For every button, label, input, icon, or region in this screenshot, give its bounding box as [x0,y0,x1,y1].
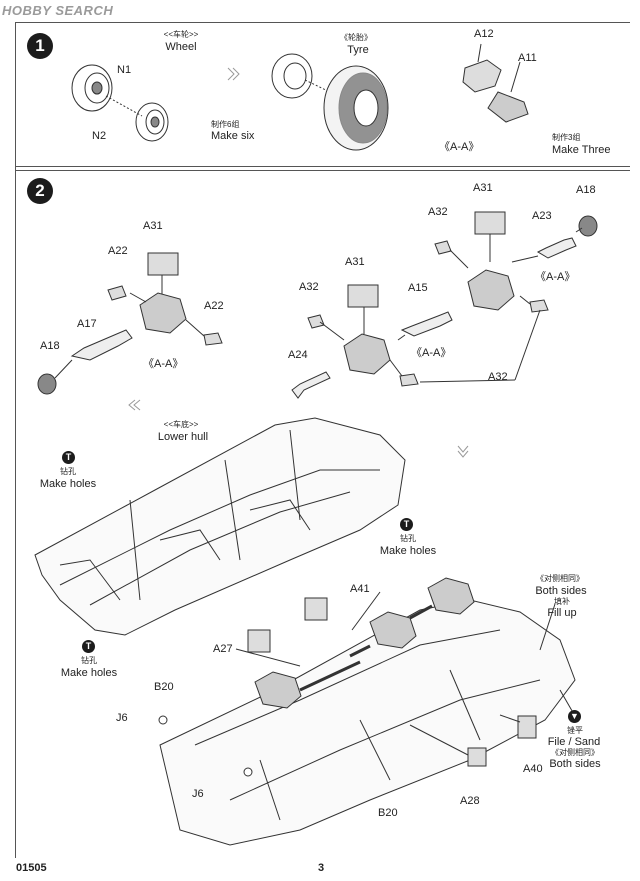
mid-a24-label: A24 [288,349,308,361]
fill-up-cn-label: 填补 [554,597,570,606]
part-a40 [517,715,537,739]
page-number: 3 [318,862,325,874]
part-a40-label: A40 [523,763,543,775]
part-a41-label: A41 [350,583,370,595]
both-sides2-cn-label: 《对侧相同》 [551,748,599,757]
right-aa-label: 《A-A》 [535,271,576,283]
section-aa-label: 《A-A》 [439,141,480,153]
make-six-cn-label: 制作6组 [211,120,240,129]
drill-icon-2: T [400,518,413,531]
left-a31-label: A31 [143,220,163,232]
hub-a18-left [37,373,57,395]
wheel-label: Wheel [165,41,197,53]
both-sides-cn-label: 《对侧相同》 [536,574,584,583]
part-b20b-label: B20 [378,807,398,819]
part-a27 [247,629,271,653]
lower-hull-cn-label: <<车底>> [163,420,199,429]
make-three-cn-label: 制作3组 [552,133,581,142]
lower-hull-assembled [159,599,576,846]
file-sand-cn-label: 锉平 [567,726,583,735]
wheel-hub-n2 [135,102,169,142]
shaft-a24 [291,371,331,399]
mid-aa-label: 《A-A》 [411,347,452,359]
step-2-panel [15,170,630,859]
tyre-label: Tyre [347,44,369,56]
drill-icon-1: T [62,451,75,464]
part-n2-label: N2 [92,130,107,142]
left-a22b-label: A22 [204,300,224,312]
right-a23-label: A23 [532,210,552,222]
drill1-label: Make holes [39,478,97,490]
part-a28-label: A28 [460,795,480,807]
axle-housing-a12 [462,59,502,93]
left-a22a-label: A22 [108,245,128,257]
lower-hull-shell [34,417,406,636]
drill-icon-3: T [82,640,95,653]
lower-hull-label: Lower hull [157,431,209,443]
part-a11-label: A11 [518,52,537,64]
file-sand-icon: ▼ [568,710,581,723]
axle-mid-installed [369,611,417,649]
axle-rear-installed [254,671,302,709]
make-six-label: Make six [211,130,255,142]
diff-cover-a31-mid [347,284,379,308]
mid-a15-label: A15 [408,282,428,294]
diff-cover-a31-left [147,252,179,276]
left-a18-label: A18 [40,340,60,352]
file-sand-label: File / Sand [547,736,601,748]
part-n1-label: N1 [117,64,132,76]
make-three-label: Make Three [552,144,611,156]
fill-up-label: Fill up [547,607,577,619]
part-a12-label: A12 [474,28,494,40]
driveshaft-a17 [70,329,133,361]
axle-a11 [487,91,529,123]
both-sides-label: Both sides [535,585,587,597]
part-a28 [467,747,487,767]
diff-housing-left [139,292,187,334]
step-1-number: 1 [27,33,53,59]
wheel-hub-n1 [71,64,113,112]
diff-housing-mid [343,333,391,375]
step-1-panel [15,22,630,167]
tyre-cn-label: 《轮胎》 [340,33,372,42]
panel-left-rule [15,22,16,858]
right-a32-label: A32 [428,206,448,218]
part-a41 [304,597,328,621]
drill2-label: Make holes [379,545,437,557]
part-j6b-label: J6 [192,788,204,800]
drill3-cn-label: 钻孔 [81,656,97,665]
wheel-cn-label: <<车轮>> [163,30,199,39]
diff-cover-a31-right [474,211,506,235]
drill1-cn-label: 钻孔 [60,467,76,476]
part-a27-label: A27 [213,643,233,655]
both-sides2-label: Both sides [549,758,601,770]
step-2-number: 2 [27,178,53,204]
part-number: 01505 [16,862,47,874]
right-a31-label: A31 [473,182,493,194]
mid-a32-label: A32 [299,281,319,293]
mid-a31-label: A31 [345,256,365,268]
diff-housing-right [467,269,515,311]
tyre-rim [271,53,313,99]
driveshaft-a23 [536,237,577,259]
watermark: HOBBY SEARCH [2,3,114,18]
drill2-cn-label: 钻孔 [400,534,416,543]
left-aa-label: 《A-A》 [143,358,184,370]
drill3-label: Make holes [60,667,118,679]
driveshaft-a15 [400,311,453,337]
part-b20a-label: B20 [154,681,174,693]
right-a18-label: A18 [576,184,596,196]
axle-front-installed [427,577,475,615]
part-j6a-label: J6 [116,712,128,724]
left-a17-label: A17 [77,318,97,330]
right-a32b-label: A32 [488,371,508,383]
hub-a18-right [578,215,598,237]
